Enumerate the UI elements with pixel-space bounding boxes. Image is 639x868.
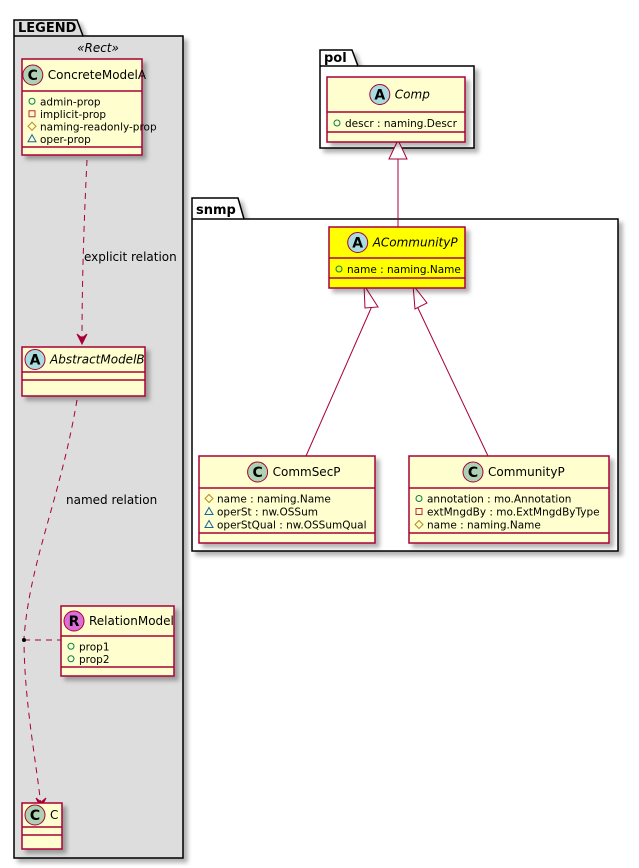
package-pol-name: pol	[324, 51, 347, 66]
edge-gen1-triangle	[388, 138, 408, 160]
class-member: naming-readonly-prop	[40, 121, 157, 133]
edge-gen-communityp-acommunityp[interactable]	[416, 305, 489, 457]
edge-gen2-triangle	[363, 283, 379, 309]
class-name: CommunityP	[488, 465, 565, 479]
public-visibility-icon	[67, 655, 75, 663]
edge-named-label: named relation	[66, 493, 157, 507]
edge-gen3-triangle	[412, 283, 428, 310]
public-visibility-icon	[415, 495, 423, 502]
class-type-icon	[22, 64, 44, 86]
abstract-type-icon	[347, 232, 369, 253]
abstract-type-icon	[24, 349, 46, 370]
package-snmp-name: snmp	[196, 203, 236, 218]
class-acommunityp[interactable]: A ACommunityP name : naming.Name	[328, 226, 466, 289]
class-member: oper-prop	[40, 134, 91, 146]
class-type-icon	[462, 461, 484, 483]
class-member: descr : naming.Descr	[345, 118, 458, 130]
class-member: admin-prop	[40, 96, 101, 108]
association-junction-dot	[22, 638, 26, 642]
class-communityp[interactable]: C CommunityP annotation : mo.Annotationext…	[408, 455, 610, 544]
class-member: name : naming.Name	[217, 494, 331, 506]
class-type-letter: A	[374, 88, 385, 104]
class-member: name : naming.Name	[347, 264, 461, 276]
class-member: extMngdBy : mo.ExtMngdByType	[427, 507, 600, 519]
class-member: operSt : nw.OSSum	[217, 507, 318, 519]
class-name: ACommunityP	[372, 236, 459, 250]
class-member: operStQual : nw.OSSumQual	[217, 520, 367, 532]
class-comp[interactable]: A Comp descr : naming.Descr	[326, 76, 466, 143]
protected-visibility-icon	[204, 493, 214, 504]
package-visibility-icon	[204, 519, 214, 528]
edge-named-relation[interactable]	[23, 399, 78, 807]
class-name: C	[50, 808, 58, 822]
class-box	[21, 58, 143, 156]
class-member: prop1	[79, 641, 110, 653]
abstract-type-icon	[369, 84, 391, 105]
edge-explicit-arrowhead	[76, 333, 88, 346]
protected-visibility-icon	[27, 121, 37, 131]
class-member: implicit-prop	[40, 109, 106, 121]
public-visibility-icon	[335, 265, 343, 273]
protected-visibility-icon	[414, 519, 424, 530]
class-name: RelationModel	[89, 614, 174, 628]
public-visibility-icon	[333, 119, 341, 127]
package-visibility-icon	[204, 506, 214, 515]
class-member: prop2	[79, 654, 110, 666]
edge-explicit-relation[interactable]	[81, 159, 88, 343]
class-type-letter: C	[30, 808, 40, 824]
relation-type-icon	[63, 610, 85, 632]
class-member: name : naming.Name	[427, 520, 541, 532]
class-type-icon	[247, 461, 269, 483]
edge-gen-commsecp-acommunityp[interactable]	[305, 305, 373, 457]
class-type-letter: R	[69, 614, 80, 630]
class-name: CommSecP	[273, 465, 341, 479]
class-box	[408, 455, 610, 544]
package-legend-stereotype: «Rect»	[77, 41, 119, 55]
edges	[22, 138, 489, 810]
class-name: AbstractModelB	[49, 353, 145, 367]
class-type-letter: C	[28, 68, 38, 84]
class-type-icon	[24, 804, 46, 826]
private-visibility-icon	[415, 508, 423, 515]
class-type-letter: C	[468, 465, 478, 481]
class-member: annotation : mo.Annotation	[427, 494, 571, 506]
package-visibility-icon	[27, 133, 37, 143]
class-box	[326, 76, 466, 143]
class-abstract-model-b[interactable]: A AbstractModelB	[21, 346, 146, 397]
class-concrete-model-a[interactable]: C ConcreteModelA admin-propimplicit-propna…	[21, 58, 157, 156]
public-visibility-icon	[67, 642, 75, 650]
public-visibility-icon	[28, 97, 36, 105]
class-name: ConcreteModelA	[48, 68, 147, 82]
package-legend-name: LEGEND	[18, 21, 77, 36]
edge-explicit-label: explicit relation	[84, 250, 177, 264]
class-box	[198, 455, 376, 544]
class-type-letter: A	[30, 353, 41, 369]
class-type-letter: A	[352, 236, 363, 252]
private-visibility-icon	[28, 110, 36, 118]
class-type-letter: C	[252, 465, 262, 481]
class-name: Comp	[395, 88, 430, 102]
